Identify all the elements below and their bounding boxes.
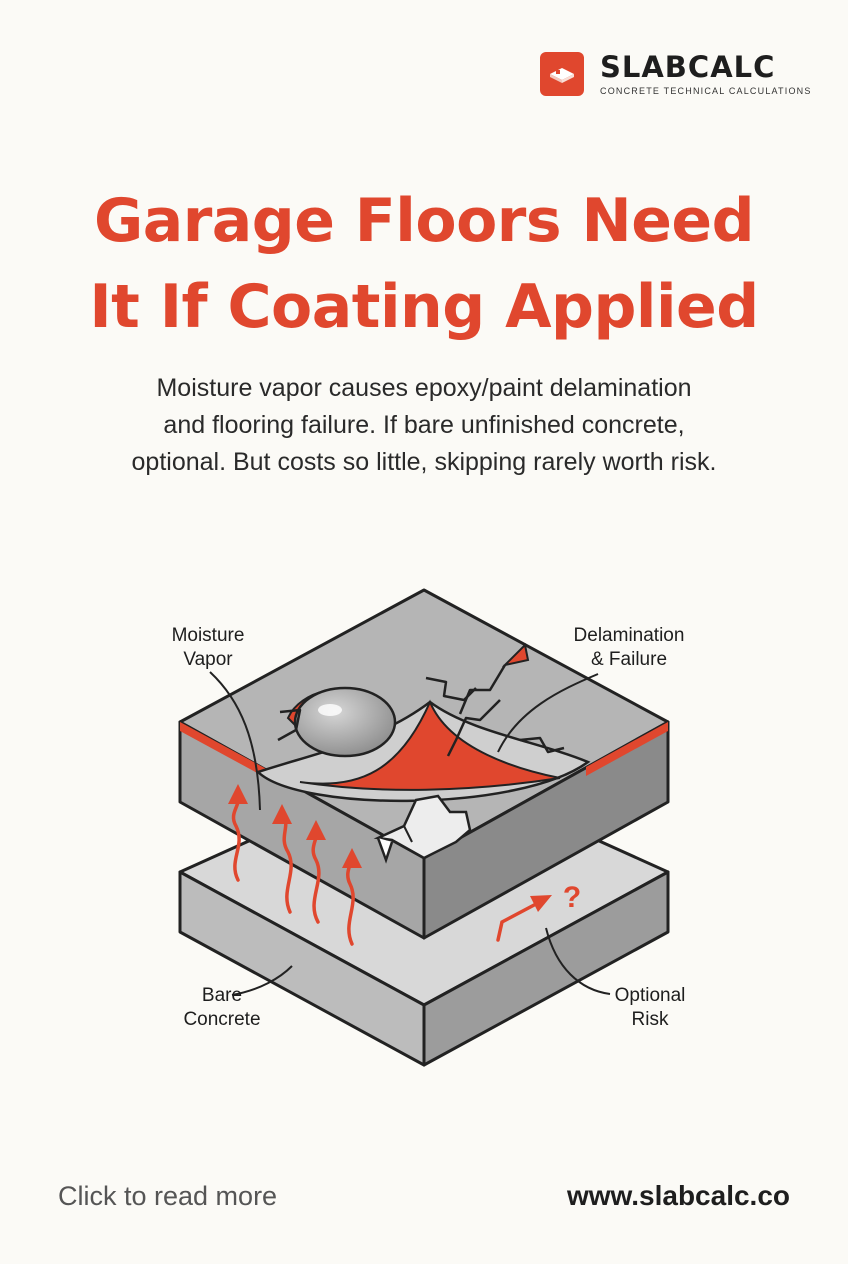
page-title: Garage Floors Need It If Coating Applied: [0, 178, 848, 350]
leader-optional: [545, 927, 611, 995]
slab-illustration: ?: [178, 588, 670, 1067]
website-link[interactable]: www.slabcalc.co: [566, 1180, 790, 1211]
description-line-1: Moisture vapor causes epoxy/paint delami…: [156, 374, 692, 402]
risk-arrow: [496, 902, 538, 942]
leader-delamination: [497, 673, 599, 753]
delamination-tear: [501, 642, 530, 667]
blister: [293, 686, 397, 758]
label-delamination: Delamination & Failure: [556, 624, 702, 672]
vapor-arrowhead-1: [228, 784, 248, 804]
label-moisture-line-2: Vapor: [183, 649, 233, 670]
delamination-gap: [299, 699, 561, 791]
brand-text: SLABCALC CONCRETE TECHNICAL CALCULATIONS: [600, 52, 812, 96]
coating-edge-left: [180, 722, 272, 781]
leader-moisture: [209, 671, 261, 811]
concrete-slab-icon: [540, 52, 584, 96]
description-line-2: and flooring failure. If bare unfinished…: [163, 411, 685, 439]
crack-2: [446, 699, 501, 757]
description-line-3: optional. But costs so little, skipping …: [131, 448, 717, 476]
vapor-arrowhead-4: [342, 848, 362, 868]
crack-3: [277, 708, 302, 742]
bottom-slab-right: [422, 870, 670, 1067]
title-line-1: Garage Floors Need: [93, 186, 755, 256]
broken-corner: [373, 794, 472, 860]
description: Moisture vapor causes epoxy/paint delami…: [40, 370, 808, 481]
vapor-arrowhead-2: [272, 804, 292, 824]
label-delamination-line-2: & Failure: [590, 649, 668, 670]
crack-4: [519, 736, 565, 754]
crack-5: [458, 664, 507, 715]
coating-edge-right: [586, 722, 668, 776]
label-moisture-line-1: Moisture: [171, 625, 245, 646]
brand-tagline: CONCRETE TECHNICAL CALCULATIONS: [600, 86, 812, 96]
label-moisture-vapor: Moisture Vapor: [150, 624, 266, 672]
question-mark: ?: [563, 881, 581, 914]
risk-arrowhead: [530, 895, 552, 912]
label-optional-line-2: Risk: [631, 1009, 669, 1030]
title-line-2: It If Coating Applied: [89, 272, 759, 342]
vapor-arrow-2: [280, 810, 293, 914]
label-optional-line-1: Optional: [614, 985, 686, 1006]
label-bare-concrete: Bare Concrete: [160, 984, 284, 1032]
label-delamination-line-1: Delamination: [573, 625, 685, 646]
leader-bare: [231, 965, 293, 996]
brand-header: SLABCALC CONCRETE TECHNICAL CALCULATIONS: [540, 52, 812, 96]
brand-name: SLABCALC: [600, 50, 776, 84]
vapor-arrowhead-3: [306, 820, 326, 840]
read-more-link[interactable]: Click to read more: [58, 1181, 278, 1211]
label-optional-risk: Optional Risk: [592, 984, 708, 1032]
label-bare-line-2: Concrete: [183, 1009, 261, 1030]
label-bare-line-1: Bare: [201, 985, 243, 1006]
